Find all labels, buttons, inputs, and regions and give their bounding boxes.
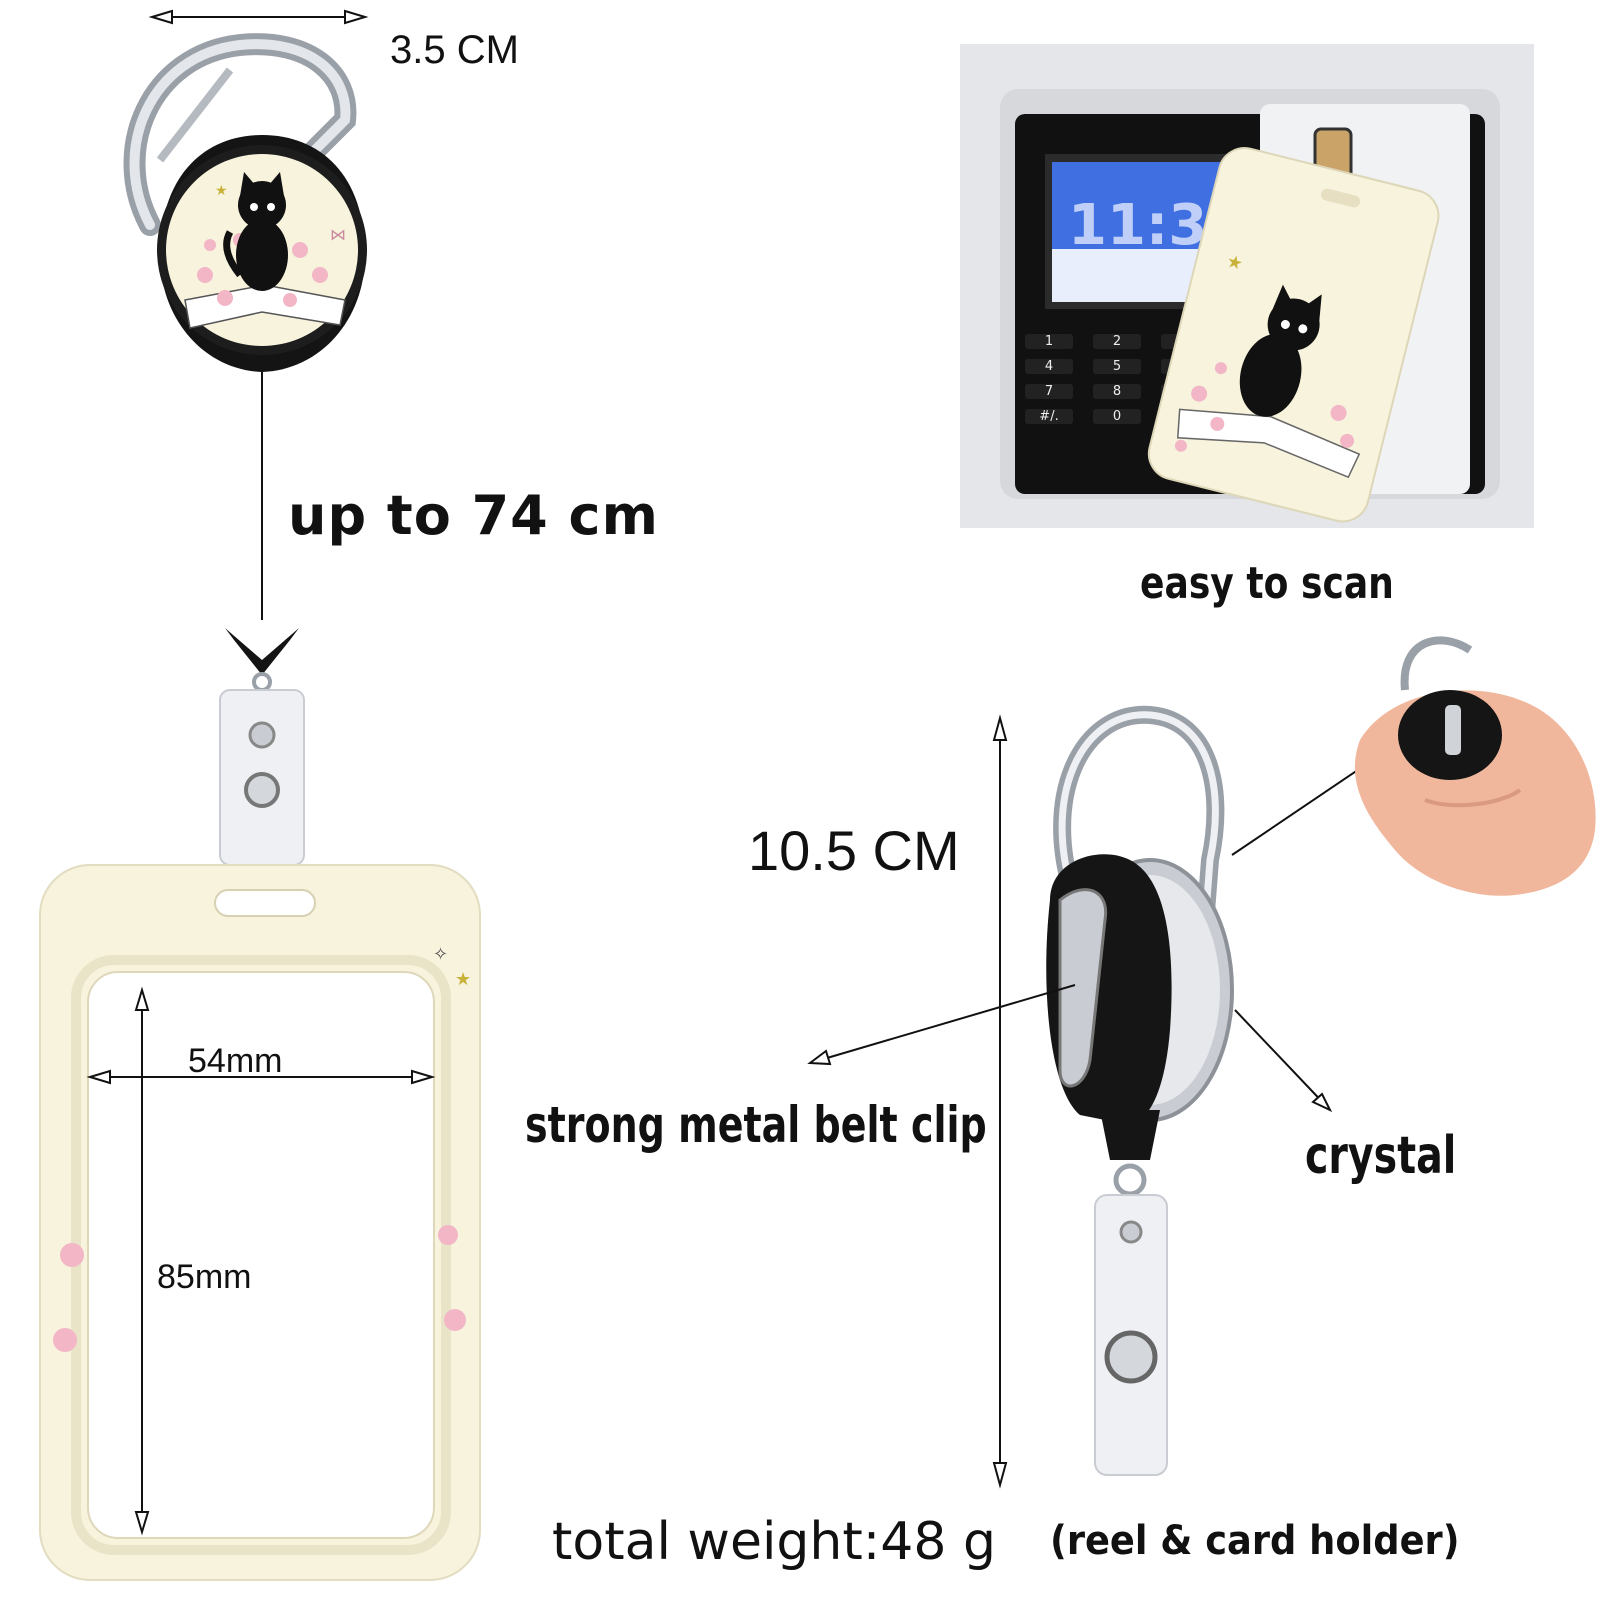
key: 1 xyxy=(1025,334,1073,349)
card-height-arrow-icon xyxy=(134,986,150,1536)
key: 0 xyxy=(1093,409,1141,424)
weight-note-label: (reel & card holder) xyxy=(1050,1518,1460,1564)
easy-to-scan-label: easy to scan xyxy=(1140,558,1394,609)
key: #/. xyxy=(1025,409,1073,424)
belt-clip-icon xyxy=(1058,888,1108,1088)
clip-width-label: 3.5 CM xyxy=(390,28,519,72)
svg-text:★: ★ xyxy=(1224,251,1245,275)
card-width-arrow-icon xyxy=(86,1069,436,1085)
width-arrow-icon xyxy=(148,9,369,25)
key: 2 xyxy=(1093,334,1141,349)
cat-artwork-icon: ★ ⋈ xyxy=(184,172,346,329)
key: 7 xyxy=(1025,384,1073,399)
belt-clip-label: strong metal belt clip xyxy=(525,1096,987,1154)
reel-height-label: 10.5 CM xyxy=(748,819,960,882)
crystal-label: crystal xyxy=(1305,1126,1457,1186)
star-decoration-icon: ★ xyxy=(455,969,471,990)
star-decoration-icon: ✧ xyxy=(433,944,448,965)
arrowhead-icon xyxy=(1311,1092,1333,1113)
key: 5 xyxy=(1093,359,1141,374)
belt-clip-pointer xyxy=(809,984,1076,1064)
scanner-photo: 11:3 1 2 3 4 5 6 7 8 9 #/. 0 xyxy=(960,44,1534,528)
carabiner-side-icon xyxy=(1053,705,1225,934)
screen-time: 11:3 xyxy=(1068,193,1207,258)
svg-text:⋈: ⋈ xyxy=(330,225,346,244)
weight-label: total weight:48 g xyxy=(552,1512,996,1572)
crystal-pointer xyxy=(1234,1009,1331,1111)
card-width-label: 54mm xyxy=(188,1042,283,1080)
badge-strap-icon xyxy=(219,689,305,866)
cord-clip-icon xyxy=(225,628,299,675)
scanned-card-graphic: ★ xyxy=(1147,147,1440,523)
carabiner-icon xyxy=(123,33,357,236)
key: 4 xyxy=(1025,359,1073,374)
card-height-label: 85mm xyxy=(157,1258,252,1296)
reel-height-arrow-icon xyxy=(992,714,1008,1489)
arrowhead-icon xyxy=(807,1049,832,1066)
badge-strap-icon xyxy=(1094,1194,1168,1476)
cord-length-label: up to 74 cm xyxy=(288,484,659,547)
hand-inset-photo xyxy=(1354,636,1596,896)
flower-decoration-icon xyxy=(53,1225,466,1352)
key: 8 xyxy=(1093,384,1141,399)
svg-text:★: ★ xyxy=(215,183,228,199)
